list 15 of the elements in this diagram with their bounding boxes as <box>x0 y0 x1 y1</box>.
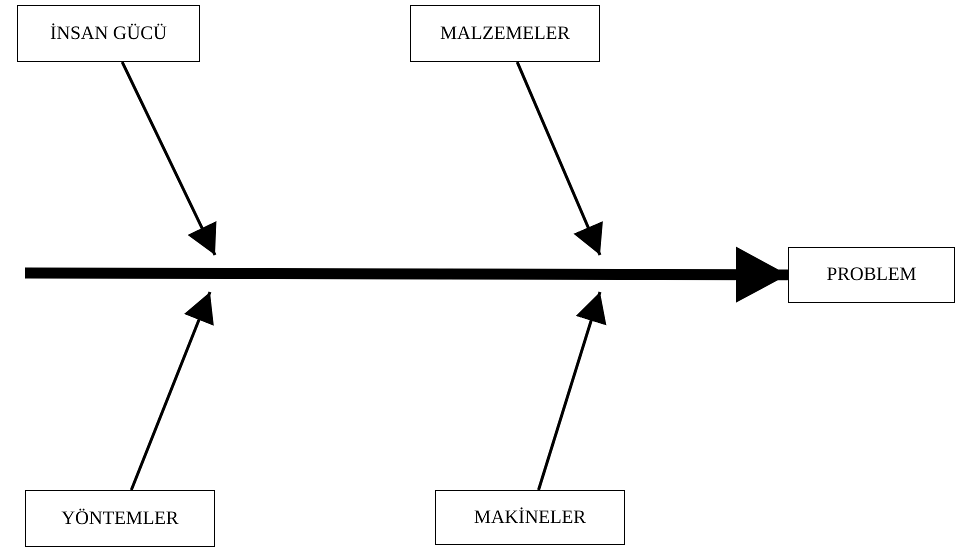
arrow <box>130 291 214 491</box>
cause-box <box>410 5 600 62</box>
cause-box <box>17 5 200 62</box>
effect-box <box>788 247 955 303</box>
cause-box <box>435 490 625 545</box>
cause-label: İNSAN GÜCÜ <box>50 22 167 44</box>
cause-label: MALZEMELER <box>440 22 570 44</box>
spine-arrow <box>24 246 788 303</box>
arrow <box>537 292 606 490</box>
arrow <box>516 61 603 256</box>
effect-label: PROBLEM <box>826 264 916 286</box>
cause-label: YÖNTEMLER <box>61 508 179 530</box>
arrow <box>120 61 216 256</box>
cause-label: MAKİNELER <box>474 506 586 528</box>
cause-box <box>25 490 215 547</box>
